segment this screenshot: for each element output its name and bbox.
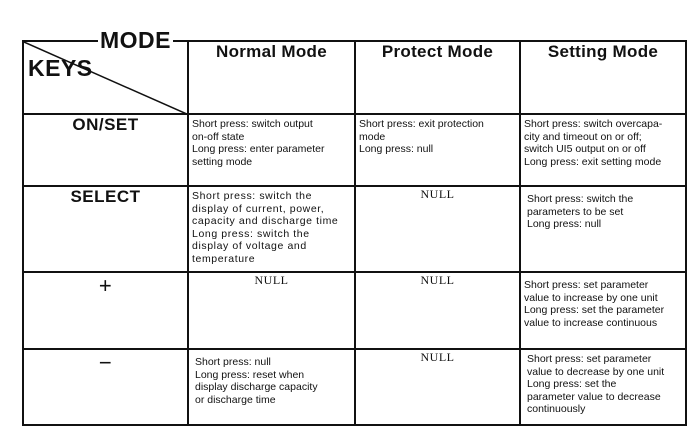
table-row: SELECT Short press: switch the display o… xyxy=(22,185,687,273)
key-plus: + xyxy=(22,271,189,350)
desc-text: Short press: switch the parameters to be… xyxy=(527,193,634,230)
cell-protect-null: NULL xyxy=(354,185,521,273)
header-normal-mode: Normal Mode xyxy=(187,40,356,115)
corner-cell: MODE KEYS xyxy=(22,27,189,115)
cell-setting: Short press: set parameter value to decr… xyxy=(519,348,687,426)
desc-text: Short press: switch the display of curre… xyxy=(192,190,339,265)
key-select: SELECT xyxy=(22,185,189,273)
cell-normal-null: NULL xyxy=(187,271,356,350)
keys-mode-table: MODE KEYS Normal Mode Protect Mode Setti… xyxy=(22,27,687,426)
cell-setting: Short press: switch overcapa- city and t… xyxy=(519,113,687,187)
corner-keys-label: KEYS xyxy=(28,55,93,81)
table-row: ON/SET Short press: switch output on-off… xyxy=(22,113,687,187)
key-minus: − xyxy=(22,348,189,426)
desc-text: Short press: set parameter value to incr… xyxy=(524,279,665,329)
header-row: MODE KEYS Normal Mode Protect Mode Setti… xyxy=(22,27,687,115)
cell-normal: Short press: switch output on-off state … xyxy=(187,113,356,187)
desc-text: Short press: switch output on-off state … xyxy=(192,118,325,168)
table-row: − Short press: null Long press: reset wh… xyxy=(22,348,687,426)
cell-setting: Short press: switch the parameters to be… xyxy=(519,185,687,273)
cell-setting: Short press: set parameter value to incr… xyxy=(519,271,687,350)
desc-text: Short press: exit protection mode Long p… xyxy=(359,118,484,155)
cell-protect-null: NULL xyxy=(354,348,521,426)
header-setting-mode: Setting Mode xyxy=(519,40,687,115)
header-protect-mode: Protect Mode xyxy=(354,40,521,115)
cell-normal: Short press: switch the display of curre… xyxy=(187,185,356,273)
corner-mode-label: MODE xyxy=(98,27,173,53)
diagonal-divider xyxy=(24,42,189,115)
desc-text: Short press: switch overcapa- city and t… xyxy=(524,118,663,168)
desc-text: Short press: null Long press: reset when… xyxy=(195,356,318,406)
key-on-set: ON/SET xyxy=(22,113,189,187)
table-row: + NULL NULL Short press: set parameter v… xyxy=(22,271,687,350)
cell-protect-null: NULL xyxy=(354,271,521,350)
cell-normal: Short press: null Long press: reset when… xyxy=(187,348,356,426)
desc-text: Short press: set parameter value to decr… xyxy=(527,353,665,415)
cell-protect: Short press: exit protection mode Long p… xyxy=(354,113,521,187)
